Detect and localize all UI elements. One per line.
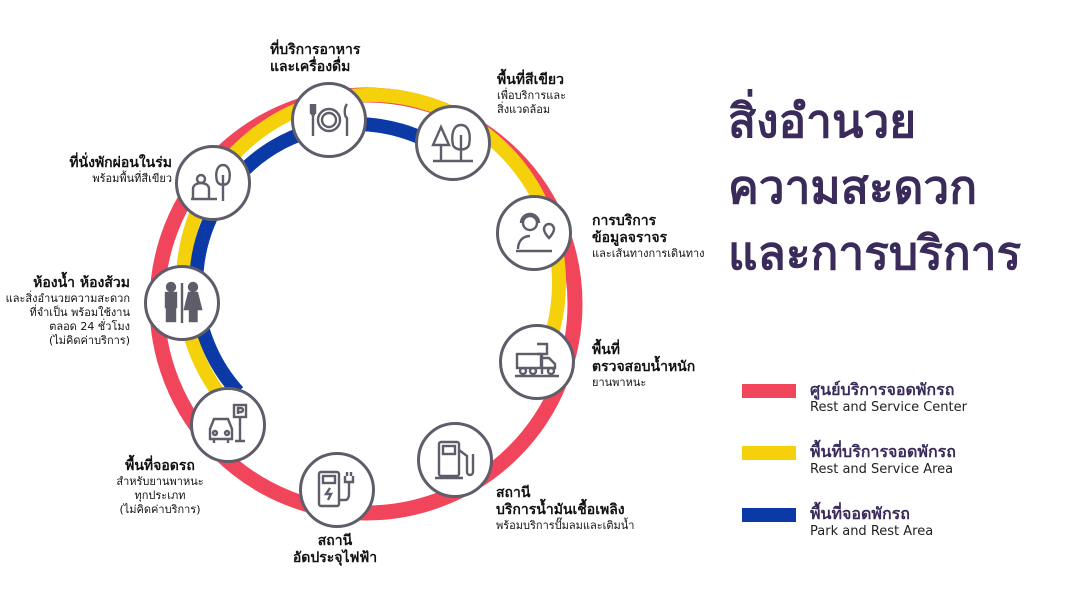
label-fuel-station: สถานีบริการน้ำมันเชื้อเพลิงพร้อมบริการปั…	[496, 485, 635, 532]
ev-charger-icon	[299, 452, 375, 528]
shaded-seating-icon	[175, 145, 251, 221]
label-weigh-station: พื้นที่ตรวจสอบน้ำหนักยานพาหนะ	[592, 342, 696, 389]
label-traffic-info: การบริการข้อมูลจราจรและเส้นทางการเดินทาง	[592, 213, 705, 260]
fork-plate-knife-icon	[291, 82, 367, 158]
fuel-pump-icon	[417, 422, 493, 498]
label-seating: ที่นั่งพักผ่อนในร่มพร้อมพื้นที่สีเขียว	[69, 155, 172, 185]
label-restroom: ห้องน้ำ ห้องส้วมและสิ่งอำนวยความสะดวกที่…	[5, 275, 130, 347]
support-agent-icon	[496, 195, 572, 271]
label-food: ที่บริการอาหารและเครื่องดื่ม	[270, 42, 361, 75]
page-title: สิ่งอำนวยความสะดวกและการบริการ	[728, 94, 1022, 280]
label-parking: พื้นที่จอดรถสำหรับยานพาหนะทุกประเภท(ไม่ค…	[116, 458, 204, 516]
legend-swatch	[742, 508, 796, 522]
legend-swatch	[742, 446, 796, 460]
legend-swatch	[742, 384, 796, 398]
label-ev-station: สถานีอัดประจุไฟฟ้า	[292, 533, 378, 566]
weigh-truck-icon	[499, 324, 575, 400]
restroom-icon	[144, 265, 220, 341]
parking-car-icon	[190, 387, 266, 463]
label-green-area: พื้นที่สีเขียวเพื่อบริการและสิ่งแวดล้อม	[497, 72, 566, 116]
trees-icon	[415, 105, 491, 181]
